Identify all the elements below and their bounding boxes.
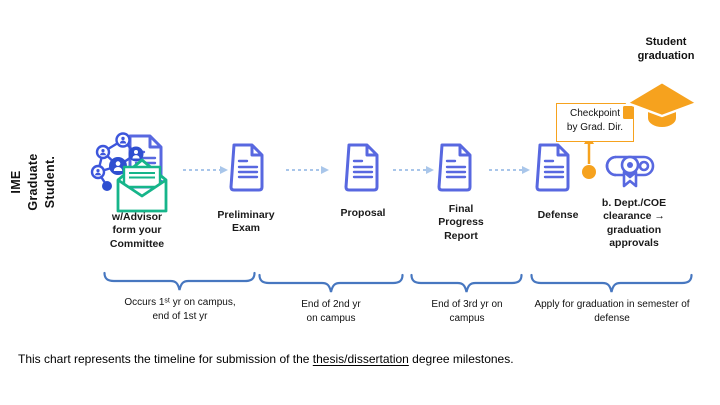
caption-suffix: degree milestones. xyxy=(408,352,514,366)
graduation-cap-icon xyxy=(622,80,698,132)
brace-icon xyxy=(410,273,523,295)
phase-label-year2: End of 2nd yr on campus xyxy=(301,299,361,324)
brace-icon xyxy=(258,273,404,295)
document-icon xyxy=(229,142,267,192)
dashed-arrow-icon xyxy=(183,164,229,176)
caption-underlined: thesis/dissertation xyxy=(312,352,409,366)
brace-icon xyxy=(530,273,693,295)
caption: This chart represents the timeline for s… xyxy=(18,352,514,366)
phase-label-graduation-semester: Apply for graduation in semester of defe… xyxy=(534,299,690,324)
milestone-label-proposal: Proposal xyxy=(340,207,386,219)
document-icon xyxy=(535,142,573,192)
milestone-label-clearance: b. Dept./COE clearance → graduation appr… xyxy=(601,197,667,250)
document-icon xyxy=(344,142,382,192)
caption-prefix: This chart represents the timeline for s… xyxy=(18,352,313,366)
document-icon xyxy=(437,142,475,192)
phase-label-year3: End of 3rd yr on campus xyxy=(431,299,503,324)
phase-label-year1: Occurs 1ˢᵗ yr on campus, end of 1st yr xyxy=(124,297,236,322)
committee-network-envelope-icon xyxy=(90,129,182,215)
student-graduation-label: Student graduation xyxy=(637,36,695,63)
milestone-label-defense: Defense xyxy=(537,209,579,221)
dashed-arrow-icon xyxy=(393,164,435,176)
milestone-label-committee: w/Advisor form your Committee xyxy=(109,211,165,250)
checkpoint-callout: Checkpoint by Grad. Dir. xyxy=(556,103,634,142)
milestone-label-preliminary-exam: Preliminary Exam xyxy=(217,209,275,235)
left-axis-label: IME Graduate Student. xyxy=(9,153,57,211)
dashed-arrow-icon xyxy=(286,164,330,176)
milestone-label-final-progress-report: Final Progress Report xyxy=(438,203,484,242)
dashed-arrow-icon xyxy=(489,164,531,176)
brace-icon xyxy=(103,271,256,293)
diploma-scroll-icon xyxy=(604,151,656,191)
